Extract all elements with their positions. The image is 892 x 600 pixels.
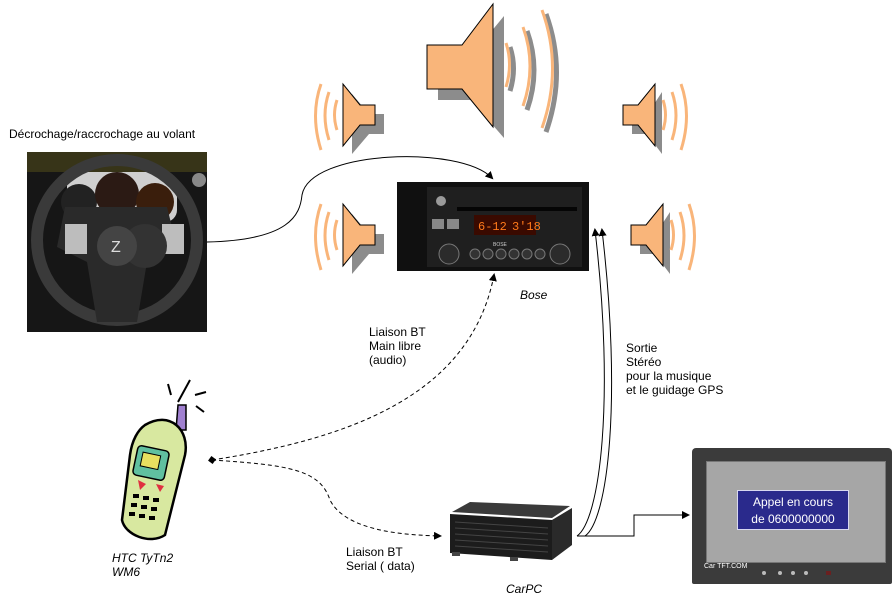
edge-carpc-to-monitor bbox=[577, 511, 690, 537]
bt-handsfree-line-1: Liaison BT bbox=[369, 325, 426, 339]
monitor-power-led bbox=[826, 571, 831, 575]
bt-serial-line-2: Serial ( data) bbox=[346, 559, 415, 573]
svg-text:Z: Z bbox=[111, 239, 121, 256]
stereo-output-line-3: pour la musique bbox=[626, 369, 712, 383]
bt-serial-line-1: Liaison BT bbox=[346, 545, 403, 559]
edge-steering-to-bose bbox=[206, 156, 494, 243]
stereo-output-label: Sortie Stéréo pour la musique et le guid… bbox=[626, 341, 723, 397]
bt-handsfree-label: Liaison BT Main libre (audio) bbox=[369, 325, 426, 367]
speaker-rear-right-icon bbox=[630, 202, 696, 274]
monitor-button-2[interactable] bbox=[778, 571, 782, 575]
speaker-large-icon bbox=[426, 2, 559, 138]
speaker-rear-left-icon bbox=[314, 202, 384, 274]
bt-handsfree-line-2: Main libre bbox=[369, 339, 422, 353]
speaker-front-left-icon bbox=[314, 82, 384, 154]
edge-carpc-to-bose-1 bbox=[576, 228, 605, 537]
call-message-line-2: de 0600000000 bbox=[751, 512, 835, 526]
stereo-output-line-4: et le guidage GPS bbox=[626, 383, 724, 397]
bose-radio-photo: 6-12 3'18 BOSE bbox=[397, 182, 589, 271]
phone-icon bbox=[120, 379, 207, 541]
radio-display-left: 6-12 bbox=[478, 220, 507, 234]
bt-handsfree-line-3: (audio) bbox=[369, 353, 407, 367]
car-radio-icon: 6-12 3'18 BOSE bbox=[427, 187, 582, 267]
phone-label: HTC TyTn2 WM6 bbox=[112, 551, 173, 579]
svg-text:BOSE: BOSE bbox=[493, 242, 508, 248]
carpc-icon bbox=[450, 502, 572, 561]
carpc-label: CarPC bbox=[506, 582, 543, 596]
phone-label-line-1: HTC TyTn2 bbox=[112, 551, 174, 565]
bt-serial-label: Liaison BT Serial ( data) bbox=[346, 545, 415, 573]
monitor-button-1[interactable] bbox=[762, 571, 766, 575]
phone-label-line-2: WM6 bbox=[112, 565, 140, 579]
bose-label: Bose bbox=[520, 288, 548, 302]
monitor-button-3[interactable] bbox=[791, 571, 795, 575]
monitor-button-4[interactable] bbox=[804, 571, 808, 575]
edge-phone-to-bose bbox=[208, 273, 497, 464]
steering-wheel-icon: Z bbox=[27, 152, 207, 332]
monitor-call-message: Appel en cours de 0600000000 bbox=[737, 490, 849, 530]
call-message-line-1: Appel en cours bbox=[752, 495, 834, 509]
steering-wheel-label: Décrochage/raccrochage au volant bbox=[9, 127, 196, 141]
radio-display-right: 3'18 bbox=[512, 220, 541, 234]
monitor-brand: Car TFT.COM bbox=[704, 563, 748, 570]
stereo-output-line-2: Stéréo bbox=[626, 355, 662, 369]
speaker-front-right-icon bbox=[622, 82, 688, 154]
edge-carpc-to-bose-2 bbox=[584, 228, 613, 537]
steering-wheel-photo: Z bbox=[27, 152, 207, 332]
edge-phone-to-carpc bbox=[211, 459, 442, 540]
stereo-output-line-1: Sortie bbox=[626, 341, 658, 355]
